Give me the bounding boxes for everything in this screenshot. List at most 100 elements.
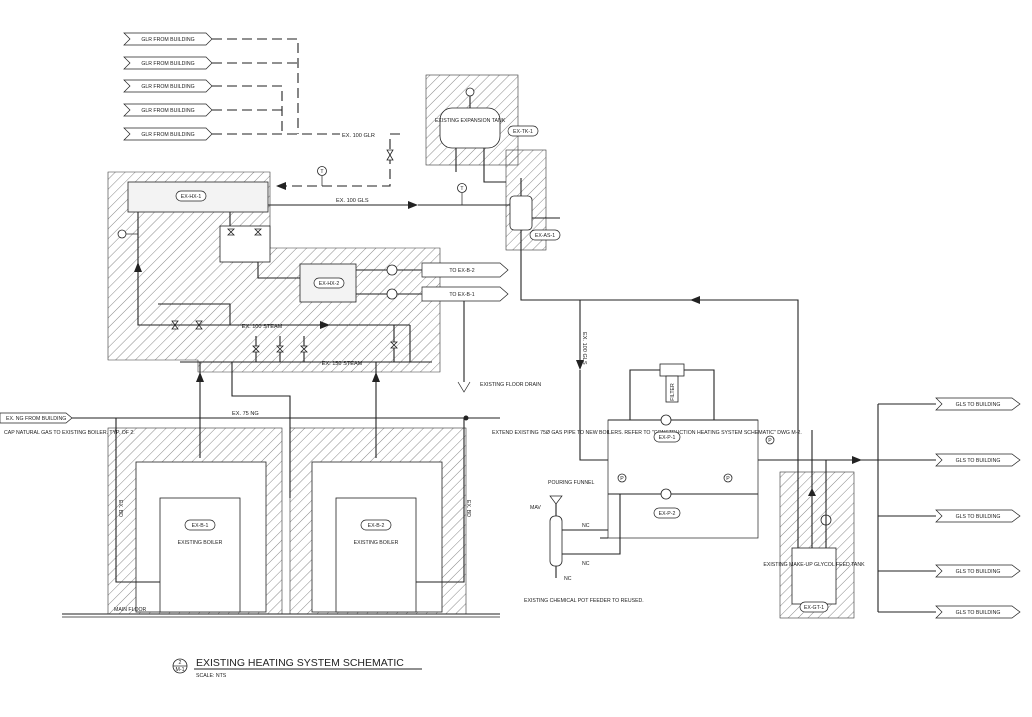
glr-inlet: GLR FROM BUILDING bbox=[123, 32, 213, 46]
to-boiler-1-label: TO EX-B-1 bbox=[449, 292, 474, 298]
glr-inlet: GLR FROM BUILDING bbox=[123, 103, 213, 117]
glr-inlet-label: GLR FROM BUILDING bbox=[141, 132, 194, 138]
tk1-tag: EX-TK-1 bbox=[513, 129, 533, 135]
p2-tag: EX-P-2 bbox=[659, 511, 676, 517]
bd-left-label: EX. BD bbox=[117, 500, 123, 517]
temperature-sensor-icon bbox=[317, 166, 327, 176]
glr-inlet-label: GLR FROM BUILDING bbox=[141, 84, 194, 90]
chemical-feeder-group: POURING FUNNEL MAV NC NC NC EXISTING CHE… bbox=[524, 480, 644, 604]
drawing-title: EXISTING HEATING SYSTEM SCHEMATIC bbox=[196, 657, 404, 669]
expansion-tank-group: EXISTING EXPANSION TANK EX-TK-1 bbox=[435, 87, 539, 183]
natural-gas-group: EX. NG FROM BUILDING EX. 75 NG CAP NATUR… bbox=[0, 362, 802, 498]
gls-outlet-label: GLS TO BUILDING bbox=[956, 458, 1001, 464]
gls-outlets: GLS TO BUILDING GLS TO BUILDING GLS TO B… bbox=[868, 397, 1021, 619]
svg-text:P: P bbox=[726, 476, 730, 482]
pressure-gauge-icon bbox=[723, 473, 733, 483]
b1-tag: EX-B-1 bbox=[192, 523, 209, 529]
heat-exchanger-2 bbox=[299, 263, 357, 303]
drawing-title-block: 2 M-1 EXISTING HEATING SYSTEM SCHEMATIC … bbox=[172, 657, 422, 679]
steam-upper-label: EX. 100 STEAM bbox=[242, 324, 283, 330]
nc-label: NC bbox=[582, 523, 590, 529]
expansion-tank bbox=[439, 107, 501, 149]
hx2-tag: EX-HX-2 bbox=[319, 281, 340, 287]
glr-inlet: GLR FROM BUILDING bbox=[123, 79, 213, 93]
drawing-scale: SCALE: NTS bbox=[196, 673, 227, 679]
ng-main-label: EX. 75 NG bbox=[232, 411, 259, 417]
cap-gas-note: CAP NATURAL GAS TO EXISTING BOILER. TYP.… bbox=[4, 430, 135, 436]
bd-right-label: EX. BD bbox=[465, 500, 471, 517]
chem-pot-note: EXISTING CHEMICAL POT FEEDER TO REUSED. bbox=[524, 598, 644, 604]
gls-outlet-label: GLS TO BUILDING bbox=[956, 514, 1001, 520]
air-separator bbox=[509, 195, 533, 231]
glr-main-label: EX. 100 GLR bbox=[342, 133, 375, 139]
svg-text:T: T bbox=[320, 169, 324, 175]
makeup-tank bbox=[791, 547, 837, 605]
pump-icon bbox=[660, 414, 672, 426]
sheet-ref: M-1 bbox=[176, 667, 185, 673]
filter-label: FILTER bbox=[670, 383, 676, 401]
nc-label: NC bbox=[564, 576, 572, 582]
makeup-text: EXISTING MAKE-UP GLYCOL FEED TANK bbox=[763, 562, 865, 568]
steam-lower-label: EX. 150 STEAM bbox=[322, 361, 363, 367]
pump-icon bbox=[386, 264, 398, 276]
main-floor-label: MAIN FLOOR bbox=[114, 607, 147, 613]
steam-piping: EX. 100 STEAM EX. 150 STEAM EXISTING FLO… bbox=[134, 212, 541, 393]
boilers-group: EX-B-1 EXISTING BOILER EX-B-2 EXISTING B… bbox=[62, 418, 500, 618]
glr-inlet: GLR FROM BUILDING bbox=[123, 56, 213, 70]
hx2-group: EX-HX-2 TO EX-B-2 TO EX-B-1 bbox=[299, 262, 509, 303]
pressure-gauge-icon bbox=[117, 229, 127, 239]
svg-text:P: P bbox=[768, 438, 772, 444]
temperature-sensor-icon bbox=[457, 183, 467, 193]
glr-return-pipe bbox=[286, 133, 400, 187]
boiler-2-text: EXISTING BOILER bbox=[354, 540, 399, 546]
to-boiler-2-label: TO EX-B-2 bbox=[449, 268, 474, 274]
glr-inlet: GLR FROM BUILDING bbox=[123, 127, 213, 141]
b2-tag: EX-B-2 bbox=[368, 523, 385, 529]
pressure-gauge-icon bbox=[765, 435, 775, 445]
gls-outlet-label: GLS TO BUILDING bbox=[956, 402, 1001, 408]
gls-main-label: EX. 100 GLS bbox=[336, 198, 369, 204]
glr-inlets: GLR FROM BUILDING GLR FROM BUILDING GLR … bbox=[123, 32, 400, 190]
pressure-gauge-icon bbox=[465, 87, 475, 97]
mav-label: MAV bbox=[530, 505, 541, 511]
svg-text:P: P bbox=[620, 476, 624, 482]
ng-from-building-label: EX. NG FROM BUILDING bbox=[6, 416, 66, 422]
gls-vertical-label: EX. 100 GLS bbox=[581, 332, 587, 365]
expansion-tank-text: EXISTING EXPANSION TANK bbox=[435, 118, 506, 124]
extend-gas-note: EXTEND EXISTING 75Ø GAS PIPE TO NEW BOIL… bbox=[492, 430, 802, 436]
filter bbox=[659, 363, 685, 377]
gls-outlet: GLS TO BUILDING bbox=[935, 564, 1021, 578]
gls-outlet: GLS TO BUILDING bbox=[935, 509, 1021, 523]
funnel-icon bbox=[549, 495, 563, 505]
gls-outlet-label: GLS TO BUILDING bbox=[956, 610, 1001, 616]
air-separator-group: EX-AS-1 EX. 100 GLS bbox=[486, 178, 799, 461]
hx1-tag: EX-HX-1 bbox=[181, 194, 202, 200]
gls-outlet-label: GLS TO BUILDING bbox=[956, 569, 1001, 575]
makeup-group: EXISTING MAKE-UP GLYCOL FEED TANK EX-GT-… bbox=[763, 430, 865, 613]
boiler-1 bbox=[159, 497, 241, 613]
glr-header-pipe bbox=[212, 38, 340, 135]
svg-text:T: T bbox=[460, 186, 464, 192]
glr-inlet-label: GLR FROM BUILDING bbox=[141, 108, 194, 114]
nc-label: NC bbox=[582, 561, 590, 567]
chemical-pot-feeder bbox=[549, 515, 563, 567]
pouring-funnel-note: POURING FUNNEL bbox=[548, 480, 595, 486]
glr-inlet-label: GLR FROM BUILDING bbox=[141, 37, 194, 43]
p1-tag: EX-P-1 bbox=[659, 435, 676, 441]
pumps-group: FILTER EX-P-1 EX-P-2 P P P bbox=[607, 363, 868, 539]
gate-valve-icon bbox=[386, 149, 394, 161]
pump-loop bbox=[607, 419, 759, 539]
hx1-group: EX-HX-1 EX. 100 GLS T bbox=[117, 181, 486, 239]
gls-outlet: GLS TO BUILDING bbox=[935, 605, 1021, 619]
pump-icon bbox=[386, 288, 398, 300]
pump-icon bbox=[660, 488, 672, 500]
as1-tag: EX-AS-1 bbox=[535, 233, 555, 239]
mech-room-zone bbox=[107, 171, 441, 373]
steam-control-station bbox=[219, 225, 271, 263]
boiler-2 bbox=[335, 497, 417, 613]
detail-number: 2 bbox=[179, 660, 182, 666]
pressure-gauge-icon bbox=[617, 473, 627, 483]
glr-inlet-label: GLR FROM BUILDING bbox=[141, 61, 194, 67]
